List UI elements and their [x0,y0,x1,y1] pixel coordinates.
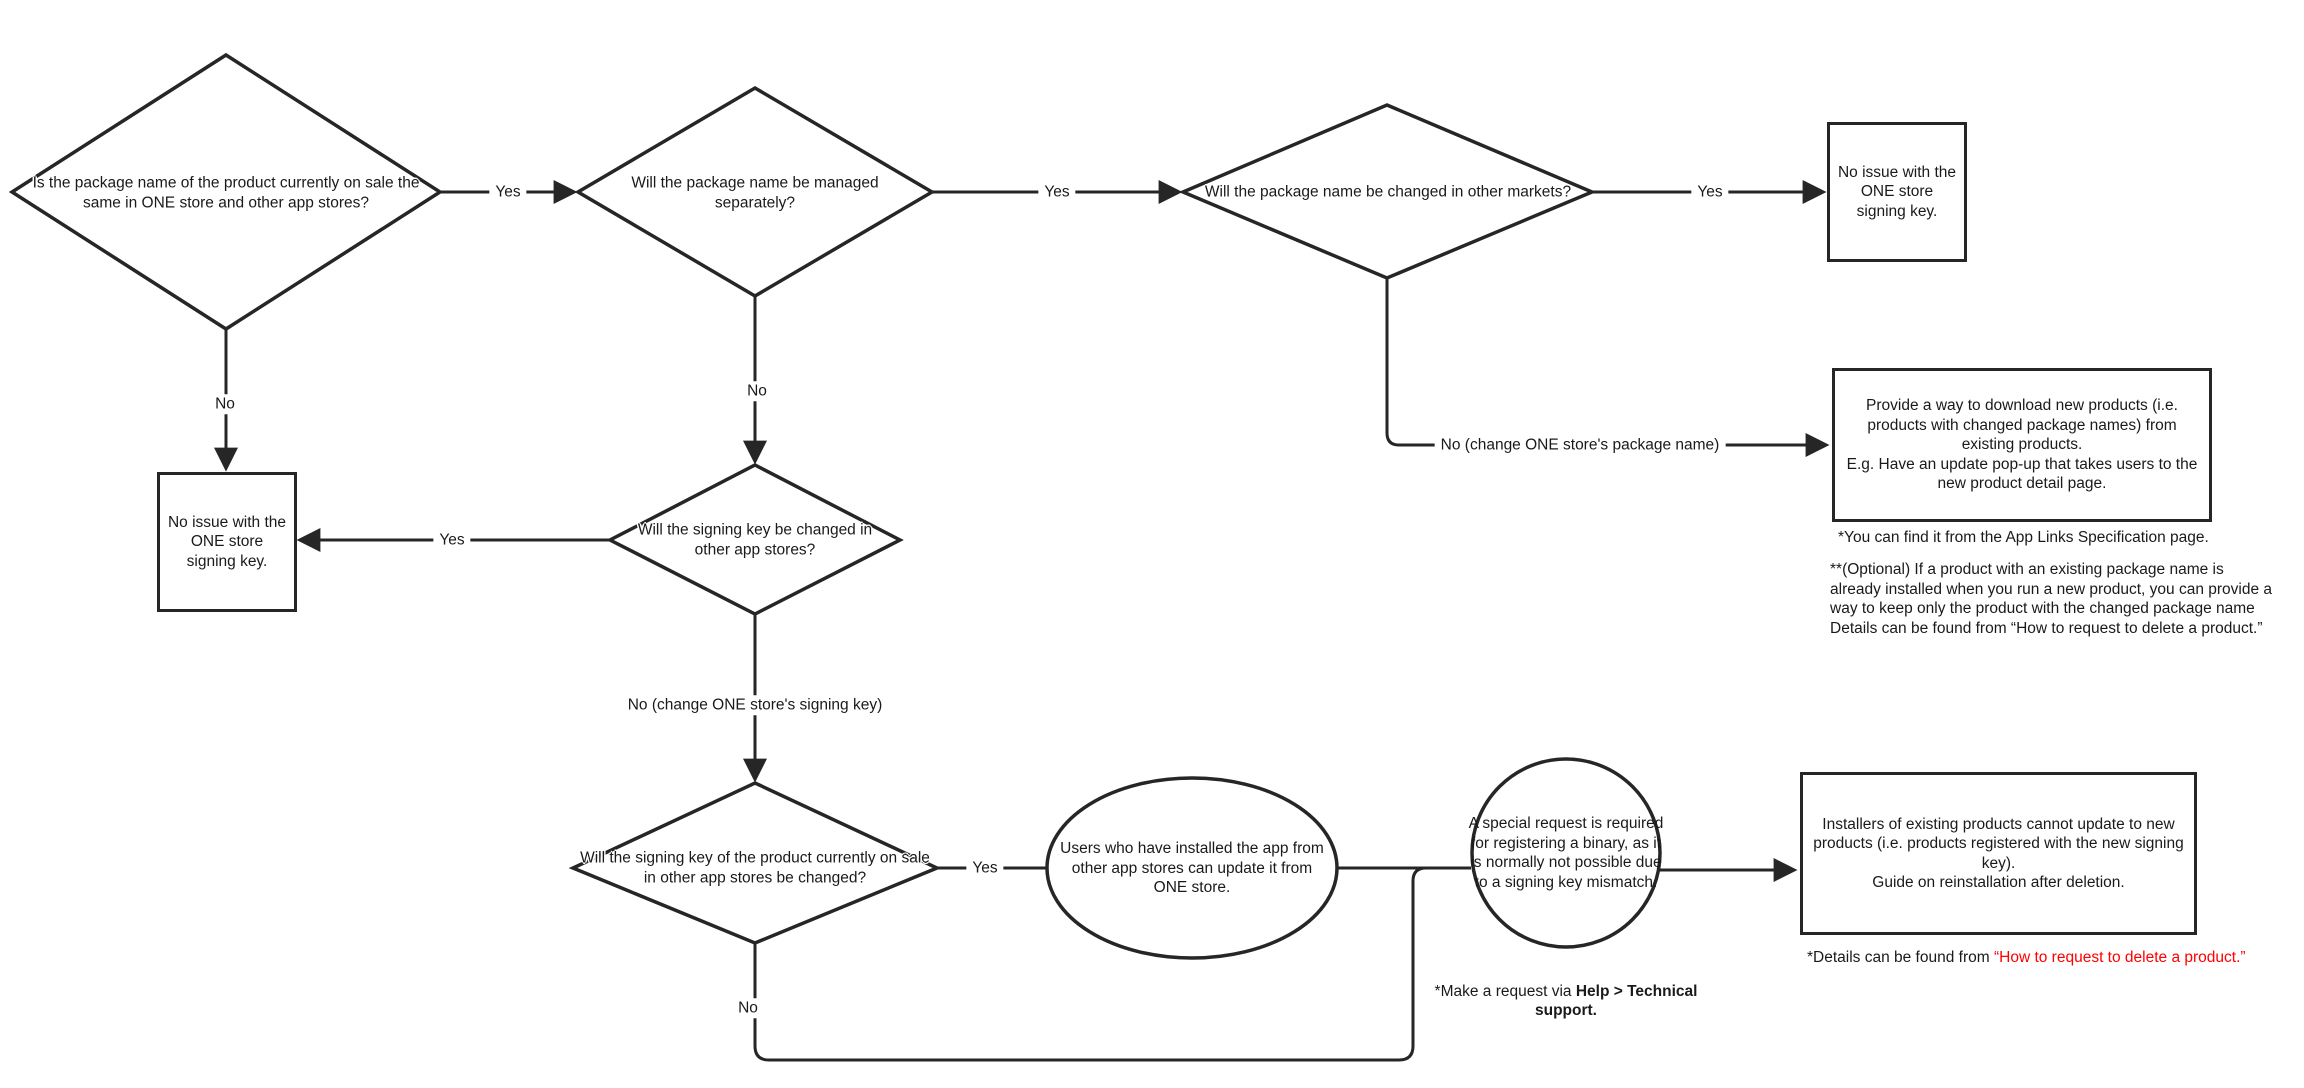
note-make-request-menu-path: Help > Technical support. [1535,982,1698,1020]
edge-label-yes-d2-d3: Yes [1038,182,1076,202]
decision-package-managed-separately-label: Will the package name be managed separat… [631,174,879,212]
decision-package-name-same-shape [8,52,444,332]
edge-label-yes-d1-d2: Yes [489,182,527,202]
edge-label-no-change-package-name: No (change ONE store's package name) [1434,435,1726,455]
terminal-installers-cannot-update: Installers of existing products cannot u… [1800,772,2197,935]
decision-package-name-same-label: Is the package name of the product curre… [32,174,420,212]
edge-label-no-d2: No [741,381,773,401]
terminal-installers-cannot-update-label: Installers of existing products cannot u… [1813,815,2184,892]
decision-signing-key-changed-other-stores-shape [606,463,904,616]
decision-package-managed-separately-shape [574,85,936,299]
note-app-links-specification: *You can find it from the App Links Spec… [1838,529,2209,546]
terminal-no-issue-left-label: No issue with the ONE store signing key. [167,513,287,570]
process-special-request-shape [1470,757,1662,949]
note-optional-delete-product: **(Optional) If a product with an existi… [1830,561,2273,637]
decision-signing-key-product-changed-label: Will the signing key of the product curr… [580,849,930,887]
terminal-no-issue-top-label: No issue with the ONE store signing key. [1837,163,1957,220]
decision-signing-key-changed-other-stores-label: Will the signing key be changed in other… [637,521,873,559]
terminal-no-issue-top: No issue with the ONE store signing key. [1827,122,1967,262]
note-details-delete-product-link[interactable]: “How to request to delete a product.” [1993,949,2246,966]
process-users-update-label: Users who have installed the app from ot… [1060,839,1324,896]
edge-label-no-change-signing-key: No (change ONE store's signing key) [621,695,889,715]
terminal-no-issue-left: No issue with the ONE store signing key. [157,472,297,612]
decision-package-changed-other-markets-label: Will the package name be changed in othe… [1204,183,1572,201]
edge-label-no-d1: No [209,394,241,414]
decision-package-changed-other-markets-shape [1178,103,1597,280]
terminal-provide-download-path-label: Provide a way to download new products (… [1846,397,2198,493]
terminal-provide-download-path: Provide a way to download new products (… [1832,368,2212,522]
note-make-request: *Make a request via Help > Technical sup… [1426,962,1706,1021]
edge-label-yes-d5-ellipse: Yes [966,858,1004,878]
process-users-update-shape [1045,776,1339,960]
edge-label-no-d5: No [732,998,764,1018]
edge-label-yes-d3-box: Yes [1691,182,1729,202]
note-details-delete-product: *Details can be found from “How to reque… [1807,948,2246,968]
note-details-prefix: *Details can be found from [1807,949,1994,966]
process-special-request-label: A special request is required for regist… [1468,815,1664,891]
edge-no-d3-provide [1385,278,1830,457]
edge-no-d5-circle [753,866,1471,1062]
decision-signing-key-product-changed-shape [568,781,942,945]
note-make-request-prefix: *Make a request via [1434,982,1576,1000]
edge-label-yes-d4-box: Yes [433,530,471,550]
